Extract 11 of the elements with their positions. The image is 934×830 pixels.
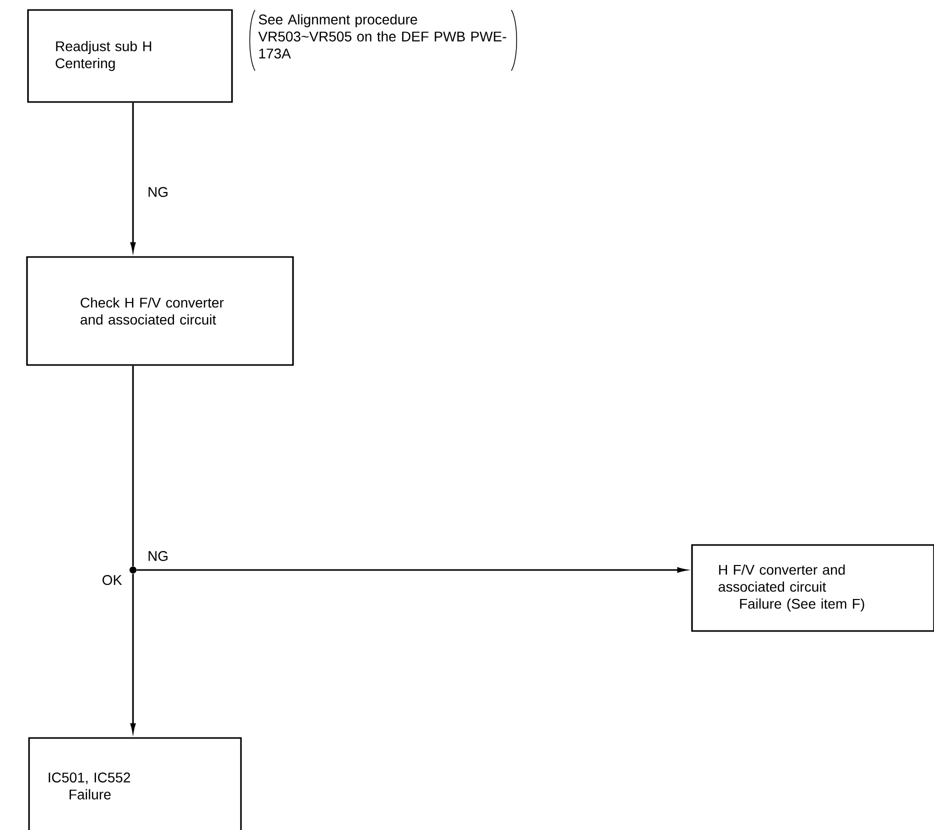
process-box: Readjust sub H Centering bbox=[27, 9, 233, 103]
process-box: Check H F/V converter and associated circuit bbox=[26, 256, 294, 366]
arrow bbox=[130, 102, 136, 252]
edge-label: NG bbox=[148, 187, 168, 197]
junction-dot bbox=[130, 566, 136, 574]
edge-label: OK bbox=[102, 575, 122, 585]
process-box: H F/V converter and associated circuit Failure (See item F) bbox=[691, 544, 934, 632]
arrow bbox=[130, 574, 136, 732]
note-text: See Alignment procedure VR503~VR505 on the DEF PWB PWE-173A bbox=[258, 14, 506, 58]
process-box: IC501, IC552 Failure bbox=[28, 737, 242, 830]
edge-label: NG bbox=[148, 551, 168, 561]
